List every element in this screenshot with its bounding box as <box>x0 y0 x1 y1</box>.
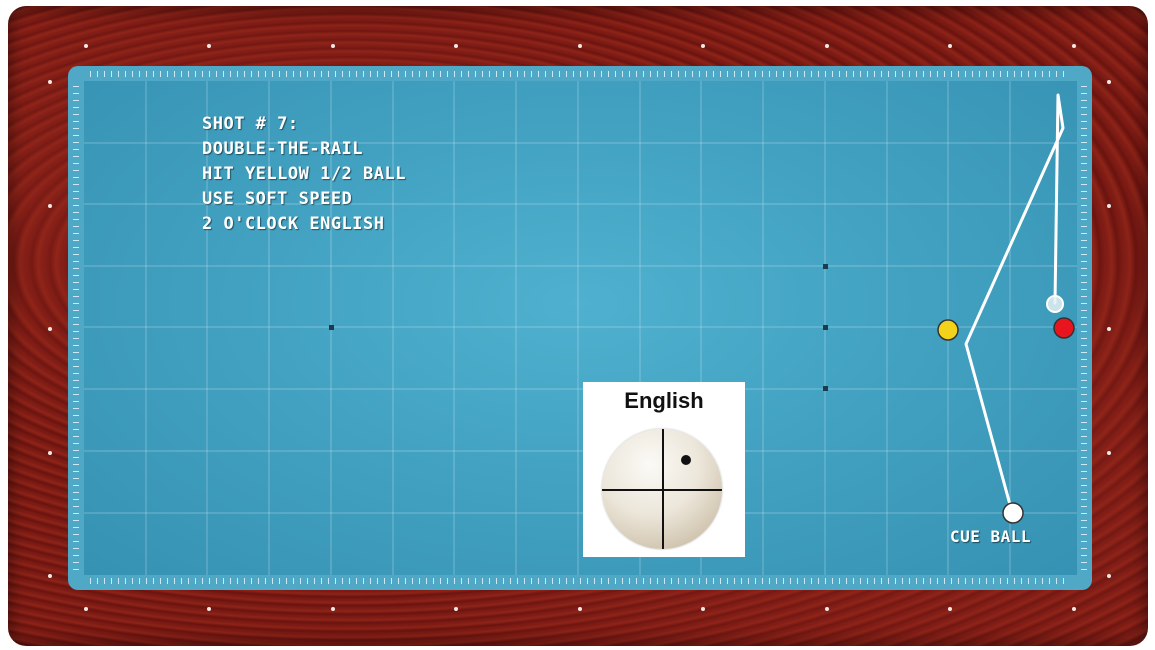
shot-title: SHOT # 7: <box>202 112 406 137</box>
yellow-ball <box>938 320 958 340</box>
cue-ball-label: CUE BALL <box>950 527 1031 546</box>
shot-english: 2 O'CLOCK ENGLISH <box>202 212 406 237</box>
english-title: English <box>583 388 745 414</box>
spot-marker <box>823 386 828 391</box>
english-crosshair-vertical <box>662 429 664 549</box>
ghost-ball <box>1047 296 1063 312</box>
spot-marker <box>823 264 828 269</box>
cue-ball <box>1003 503 1023 523</box>
red-ball <box>1054 318 1074 338</box>
spot-marker <box>823 325 828 330</box>
english-ball <box>602 429 722 549</box>
shot-type: DOUBLE-THE-RAIL <box>202 137 406 162</box>
spot-marker <box>329 325 334 330</box>
shot-instructions: SHOT # 7: DOUBLE-THE-RAIL HIT YELLOW 1/2… <box>202 112 406 237</box>
shot-speed: USE SOFT SPEED <box>202 187 406 212</box>
cue-tip-contact-dot <box>681 455 691 465</box>
english-diagram: English <box>583 382 745 557</box>
shot-aim: HIT YELLOW 1/2 BALL <box>202 162 406 187</box>
